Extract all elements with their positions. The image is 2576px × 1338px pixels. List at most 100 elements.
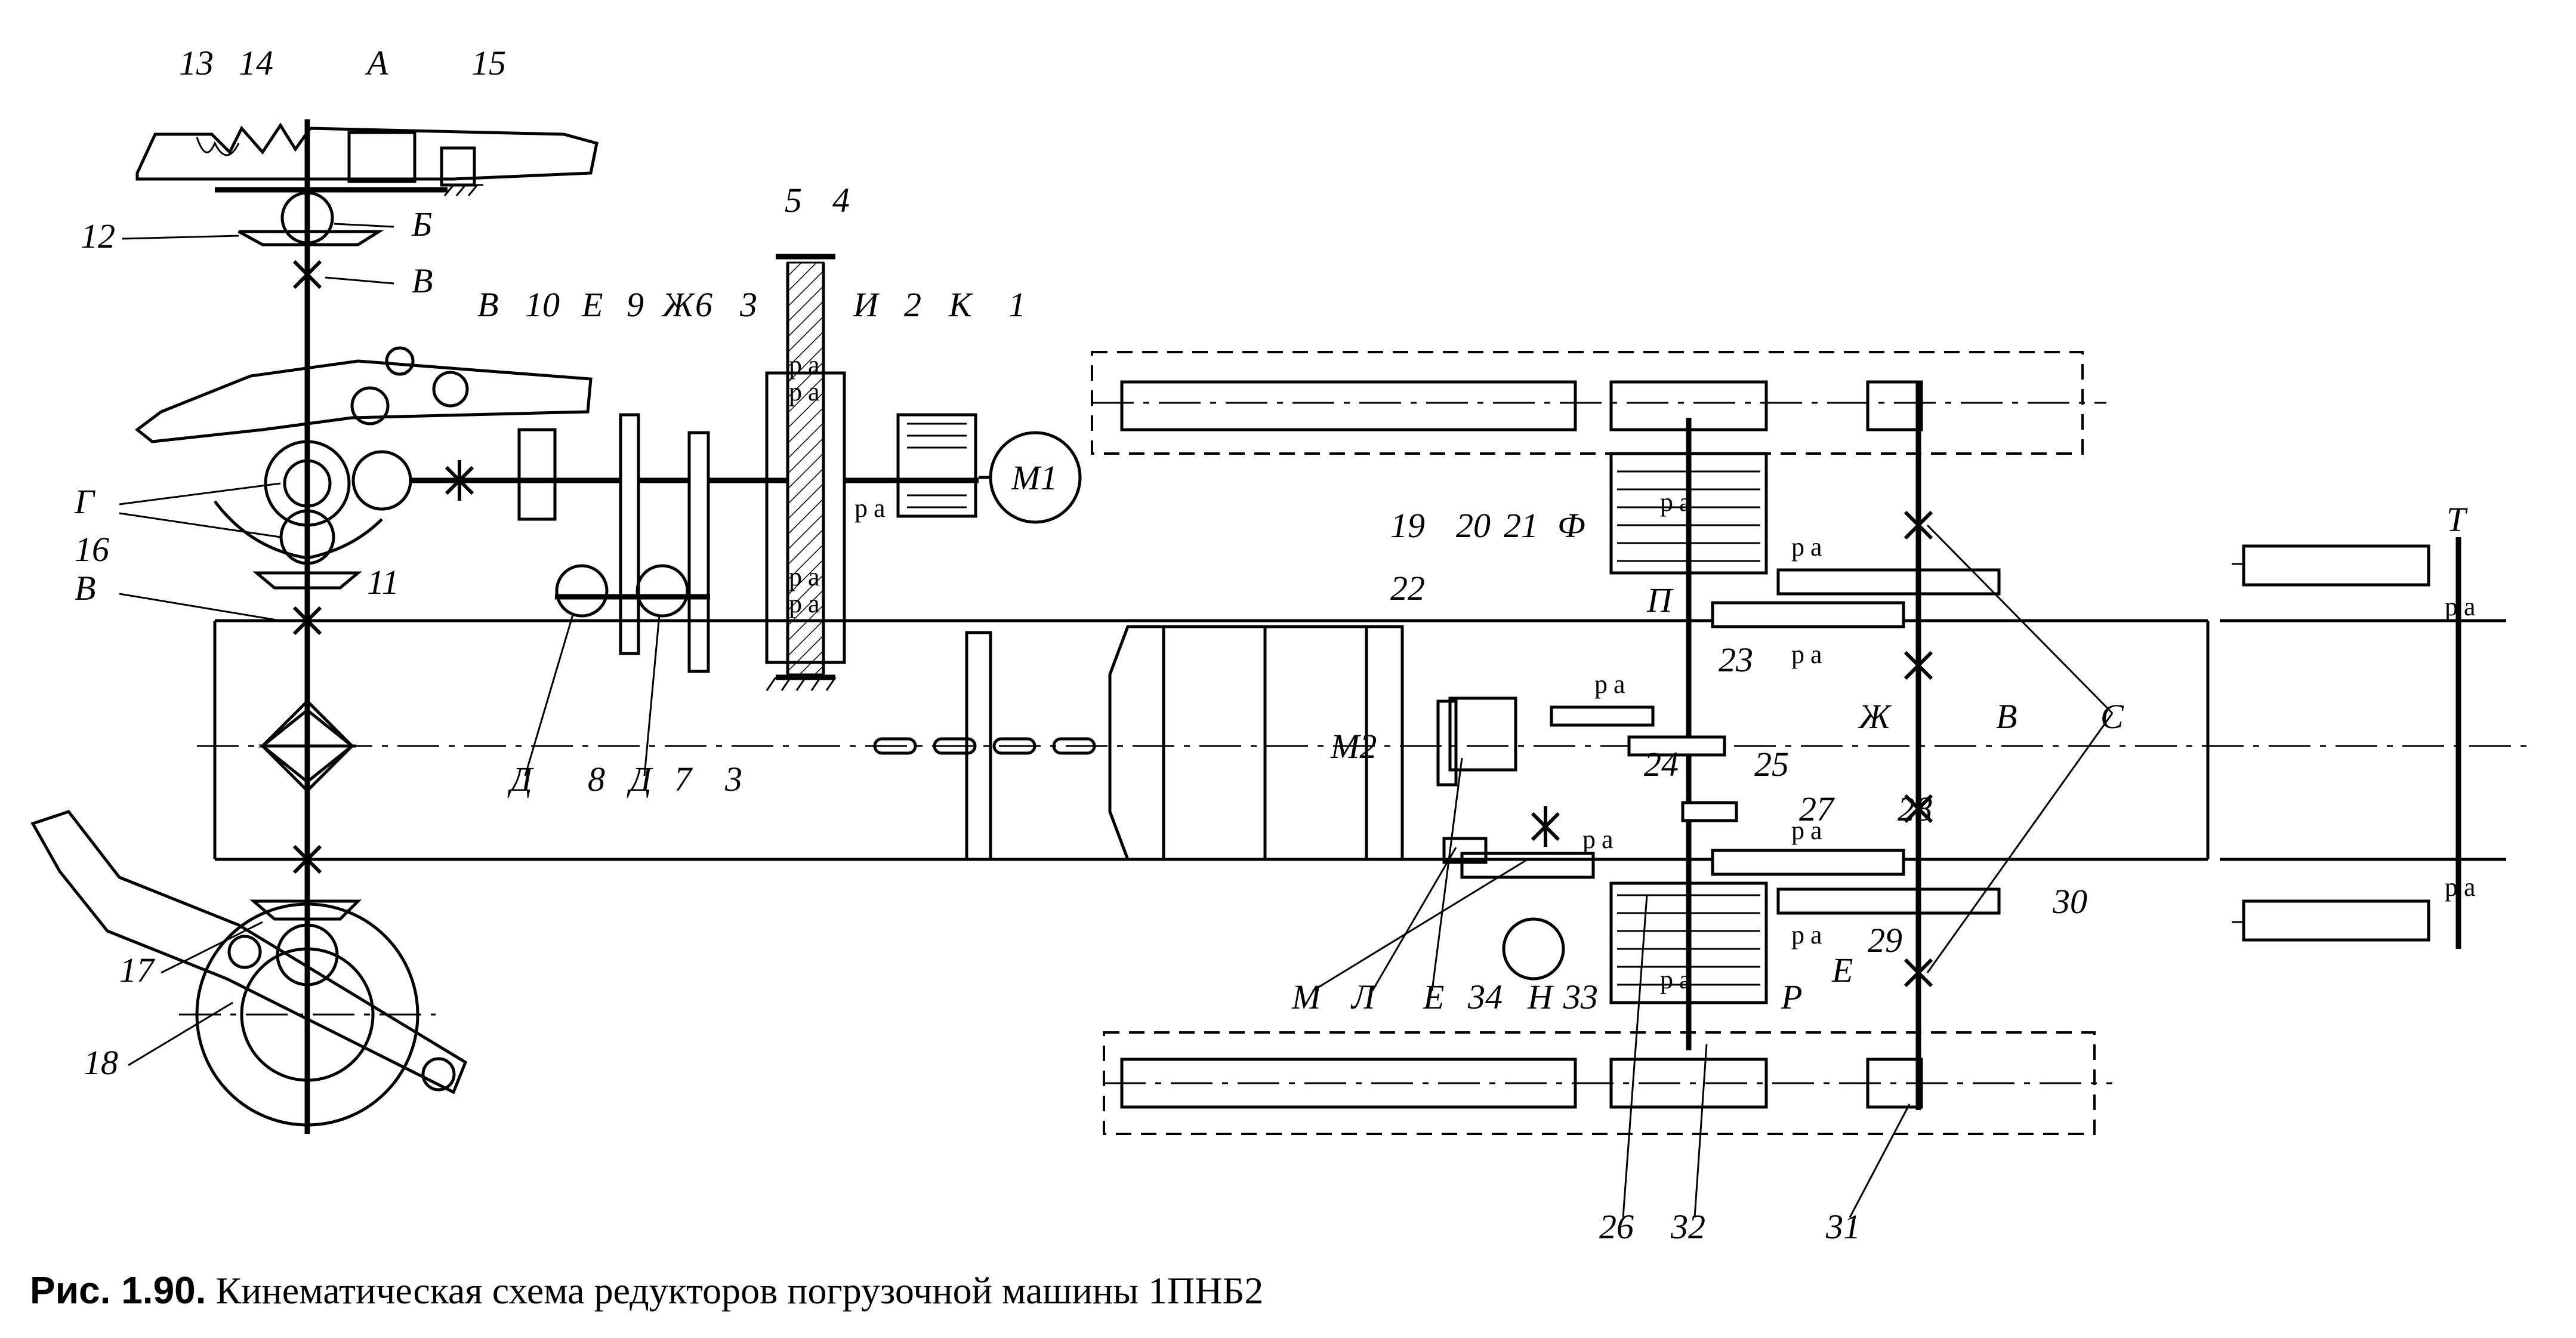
label-v1: В — [412, 261, 433, 300]
bevel-gear-b — [280, 191, 334, 245]
gear-24 — [1627, 735, 1726, 757]
lower-arm — [30, 810, 468, 1095]
gear-d2 — [635, 564, 689, 618]
label-zh1: Ж — [661, 285, 696, 324]
label-17: 17 — [119, 951, 155, 989]
label-16: 16 — [75, 530, 109, 569]
label-21: 21 — [1504, 506, 1538, 545]
label-34: 34 — [1467, 978, 1503, 1016]
gear-6 — [687, 431, 710, 673]
gear-stack-upper — [1609, 452, 1768, 575]
label-m2: М2 — [1330, 727, 1377, 766]
label-v3: В — [75, 569, 95, 608]
label-7: 7 — [674, 760, 693, 799]
label-19: 19 — [1390, 506, 1425, 545]
drive-drum — [1108, 625, 1165, 861]
gear-10 — [517, 428, 557, 521]
caption-prefix: Рис. 1.90. — [30, 1269, 206, 1312]
left-gearbox — [30, 119, 1082, 1134]
bevel-gear-16 — [279, 509, 335, 565]
cross-joint — [260, 699, 354, 793]
label-4: 4 — [832, 181, 850, 220]
label-14: 14 — [239, 44, 273, 82]
bevel-22 — [1448, 696, 1517, 772]
label-18: 18 — [84, 1043, 118, 1082]
label-5: 5 — [785, 181, 802, 220]
label-3b: 3 — [724, 760, 742, 799]
clutch-k — [896, 413, 977, 518]
label-6: 6 — [695, 285, 712, 324]
label-27: 27 — [1799, 790, 1835, 828]
t-bracket-lower — [2242, 899, 2430, 942]
leader-lines — [119, 223, 2114, 1218]
gear-30 — [1711, 601, 1905, 628]
label-e2: Е — [1831, 951, 1853, 989]
gear-d1 — [555, 564, 609, 618]
label-29: 29 — [1868, 921, 1902, 960]
bevel-gear-11 — [351, 450, 412, 511]
label-r: Р — [1781, 978, 1802, 1016]
label-13: 13 — [179, 44, 214, 82]
label-d2: Д — [627, 760, 653, 799]
label-32: 32 — [1670, 1207, 1705, 1246]
label-m: М — [1291, 978, 1322, 1016]
caption-text: Кинематическая схема редукторов погрузоч… — [215, 1269, 1264, 1312]
label-e1: Е — [581, 285, 603, 324]
label-f: Ф — [1557, 506, 1585, 545]
label-p: П — [1646, 581, 1674, 619]
gear-27 — [1776, 887, 2001, 915]
label-a: А — [365, 44, 388, 82]
coupling-a — [347, 131, 417, 183]
label-s: С — [2100, 697, 2124, 736]
label-2: 2 — [904, 285, 921, 324]
label-24: 24 — [1644, 745, 1679, 784]
motor-m2-body — [1162, 625, 1404, 861]
label-12: 12 — [81, 217, 115, 255]
middle-arm — [134, 359, 593, 443]
label-b: Б — [411, 205, 432, 243]
label-d1: Д — [507, 760, 534, 799]
label-1: 1 — [1008, 285, 1026, 324]
label-k: К — [948, 285, 974, 324]
gear-12 — [237, 230, 384, 246]
scraper-blade — [965, 631, 992, 861]
label-30: 30 — [2052, 882, 2087, 921]
drive-sprocket — [264, 440, 351, 527]
label-g: Г — [74, 482, 95, 521]
label-v4: В — [1996, 697, 2017, 736]
label-22: 22 — [1390, 569, 1425, 608]
gear-28 — [1711, 849, 1905, 876]
gear-34 — [1502, 917, 1565, 981]
track-drive — [1091, 351, 2476, 1135]
gear-stack-lower — [1609, 881, 1768, 1004]
label-9: 9 — [627, 285, 644, 324]
gear-25 — [1681, 801, 1738, 822]
label-n: Н — [1527, 978, 1554, 1016]
label-31: 31 — [1825, 1207, 1861, 1246]
label-3a: 3 — [739, 285, 757, 324]
label-i: И — [853, 285, 880, 324]
figure-caption: Рис. 1.90. Кинематическая схема редуктор… — [30, 1268, 1263, 1313]
label-33: 33 — [1563, 978, 1598, 1016]
label-23: 23 — [1719, 640, 1753, 679]
label-10: 10 — [525, 285, 560, 324]
gear-9 — [619, 413, 640, 655]
label-26: 26 — [1599, 1207, 1634, 1246]
t-bracket-upper — [2242, 544, 2430, 587]
label-28: 28 — [1898, 790, 1932, 828]
label-20: 20 — [1456, 506, 1491, 545]
label-zh2: Ж — [1858, 697, 1892, 736]
label-m1: М1 — [1011, 458, 1057, 497]
label-t: Т — [2447, 500, 2468, 539]
label-25: 25 — [1754, 745, 1789, 784]
label-15: 15 — [471, 44, 506, 82]
label-l: Л — [1350, 978, 1377, 1016]
label-v2: В — [477, 285, 498, 324]
gear-19 — [1436, 699, 1458, 787]
label-11: 11 — [367, 563, 399, 602]
gear-29 — [1776, 568, 2001, 596]
labels: 13 14 А 15 Б 12 В В 10 Е 9 Ж 6 3 5 4 И 2… — [74, 44, 2468, 1246]
upper-arm-housing — [135, 122, 599, 181]
label-8: 8 — [588, 760, 605, 799]
